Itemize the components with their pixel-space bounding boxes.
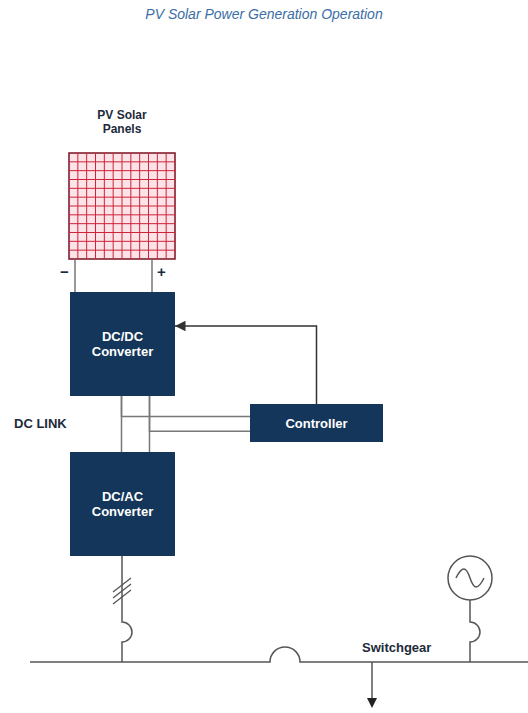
ac-feeder (122, 556, 132, 662)
diagram-title: PV Solar Power Generation Operation (0, 6, 528, 22)
control-arrow (175, 326, 317, 404)
box-label: Controller (285, 416, 347, 431)
load-arrow (367, 698, 377, 708)
wire (122, 396, 150, 452)
polarity-sign: + (157, 263, 166, 280)
three-phase-mark (113, 578, 131, 604)
switchgear-label: Switchgear (362, 640, 431, 655)
wire (122, 396, 251, 431)
bus-bar (30, 647, 528, 662)
load-line (371, 662, 373, 700)
grid-source (448, 556, 492, 600)
converter-box: DC/AC Converter (70, 452, 175, 556)
grid-feeder (470, 600, 480, 662)
dc-link-label: DC LINK (14, 416, 67, 431)
solar-grid (68, 152, 176, 260)
panel-heading: PV Solar Panels (87, 108, 157, 136)
pv-panel: PV Solar Panels (68, 108, 176, 260)
box-label: DC/AC Converter (80, 489, 165, 519)
box-label: DC/DC Converter (80, 329, 165, 359)
converter-box: DC/DC Converter (70, 292, 175, 396)
wire (75, 260, 152, 292)
polarity-sign: − (60, 263, 69, 280)
controller-box: Controller (250, 404, 383, 442)
sine-symbol (456, 569, 484, 587)
